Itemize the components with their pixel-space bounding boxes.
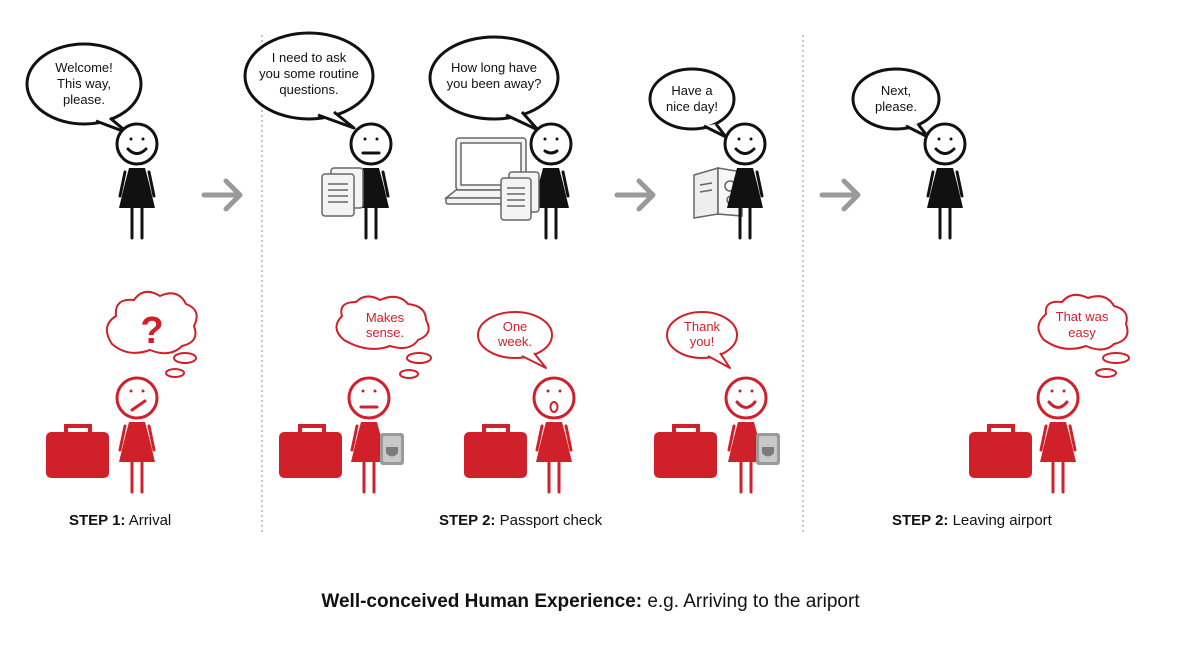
traveler-figure [532,376,576,494]
arrow-icon [614,178,656,212]
thought-line: ? [140,310,163,352]
speech-line: How long have [451,60,537,75]
documents-icon [321,167,364,217]
speech-bubble: Welcome! This way, please. [25,42,143,135]
arrow-icon [819,178,861,212]
suitcase-icon [654,424,717,478]
step-title: Leaving airport [952,512,1052,529]
suitcase-icon [969,424,1032,478]
speech-bubble: Have a nice day! [648,67,736,139]
officer-figure [923,122,967,240]
suitcase-icon [46,424,109,478]
step-label-leaving-airport: STEP 2: Leaving airport [892,512,1052,529]
step-number: STEP 1: [69,512,126,529]
thought-line: One [503,319,528,334]
thought-line: That was [1056,309,1109,324]
speech-bubble: I need to ask you some routine questions… [243,31,375,130]
step-number: STEP 2: [892,512,949,529]
thought-line: sense. [366,325,404,340]
suitcase-icon [279,424,342,478]
traveler-figure [347,376,391,494]
speech-line: Next, [881,83,911,98]
arrow-icon [201,178,243,212]
speech-line: please. [875,99,917,114]
passport-icon [756,433,780,465]
speech-line: I need to ask [272,50,347,65]
speech-line: Welcome! [55,60,113,75]
step-label-passport-check: STEP 2: Passport check [439,512,602,529]
speech-bubble-red: One week. [477,311,553,369]
speech-line: nice day! [666,99,718,114]
thought-line: easy [1068,325,1096,340]
speech-line: you some routine [259,66,359,81]
suitcase-icon [464,424,527,478]
speech-bubble: How long have you been away? [428,35,560,132]
caption-rest: e.g. Arriving to the ariport [647,591,860,612]
step-title: Passport check [499,512,603,529]
thought-line: Thank [684,319,721,334]
speech-line: questions. [279,82,338,97]
step-number: STEP 2: [439,512,496,529]
passport-icon [380,433,404,465]
diagram-caption: Well-conceived Human Experience: e.g. Ar… [0,591,1181,613]
thought-line: week. [497,334,532,349]
thought-line: you! [690,334,715,349]
traveler-figure [724,376,768,494]
thought-bubble: Makes sense. [335,295,432,379]
officer-figure [115,122,159,240]
speech-line: please. [63,92,105,107]
traveler-figure [115,376,159,494]
traveler-figure [1036,376,1080,494]
thought-line: Makes [366,310,405,325]
speech-line: This way, [57,76,111,91]
documents-icon [500,171,540,221]
caption-bold: Well-conceived Human Experience: [321,591,643,612]
officer-figure [723,122,767,240]
speech-bubble: Next, please. [851,67,941,139]
speech-line: you been away? [447,76,542,91]
speech-line: Have a [671,83,713,98]
step-label-arrival: STEP 1: Arrival [69,512,171,529]
thought-bubble: That was easy [1037,293,1130,378]
thought-bubble: ? [105,290,198,378]
speech-bubble-red: Thank you! [666,311,738,369]
officer-figure [529,122,573,240]
step-title: Arrival [128,512,172,529]
